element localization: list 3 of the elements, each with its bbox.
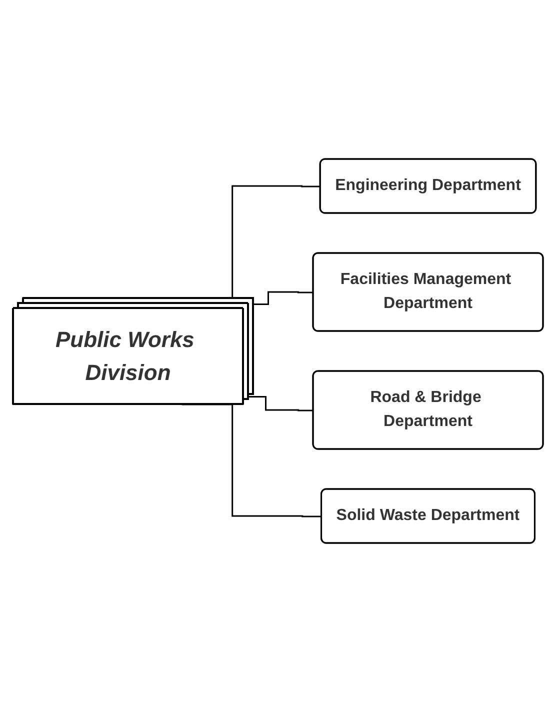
node-text: Public Works Division [55,327,194,385]
connector [248,396,314,412]
connector [254,291,314,306]
